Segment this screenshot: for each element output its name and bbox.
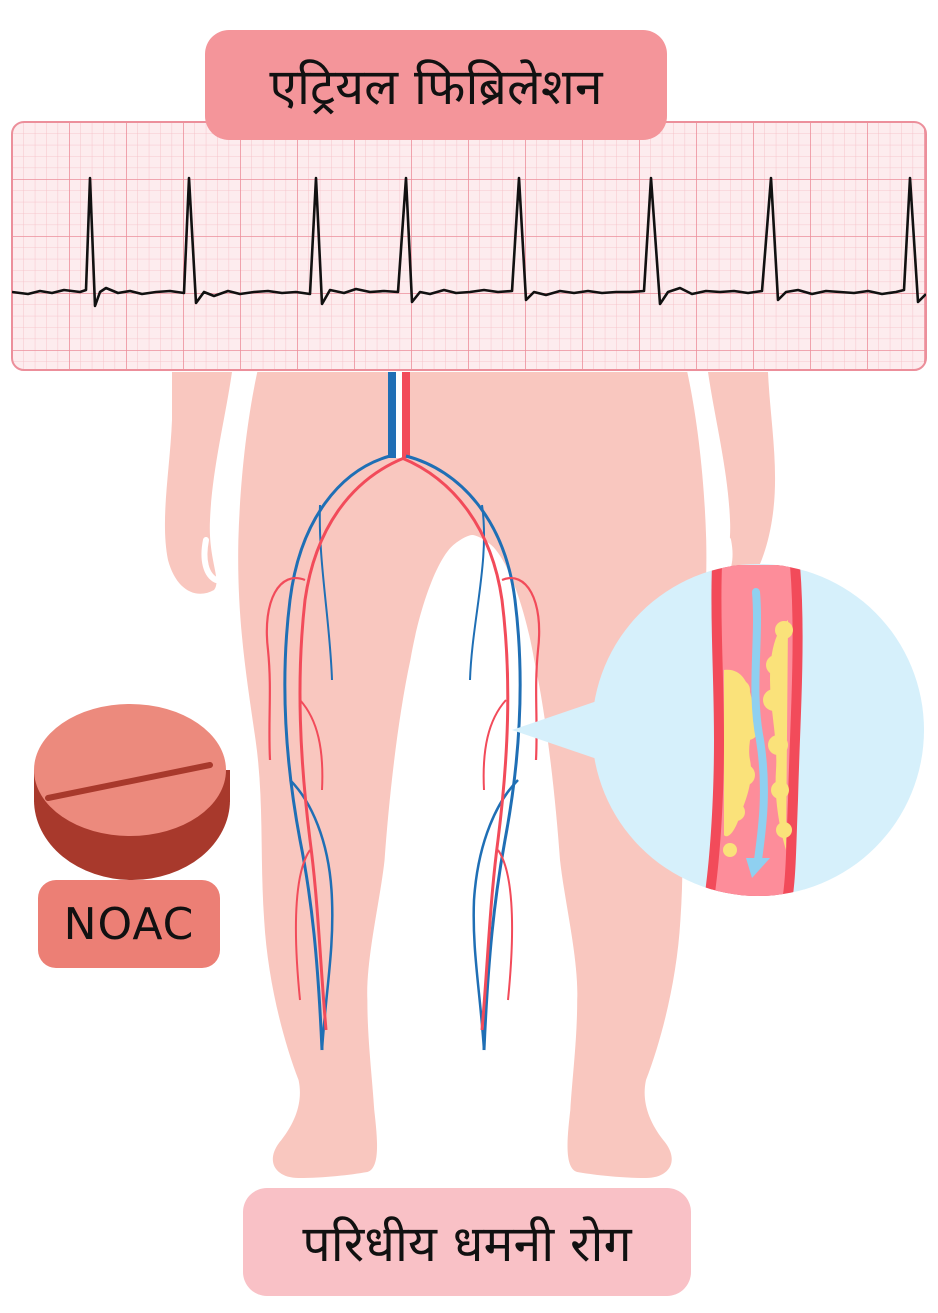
bottom-label: परिधीय धमनी रोग [243,1188,691,1296]
legs-silhouette [238,372,707,1178]
ecg-strip-icon [11,121,927,371]
right-arm [708,372,776,592]
bottom-label-text: परिधीय धमनी रोग [302,1215,632,1273]
title-label: एट्रियल फिब्रिलेशन [205,30,667,140]
title-text: एट्रियल फिब्रिलेशन [269,58,603,116]
pill-label: NOAC [38,880,220,968]
left-arm [164,372,232,594]
pill-label-text: NOAC [63,898,195,950]
